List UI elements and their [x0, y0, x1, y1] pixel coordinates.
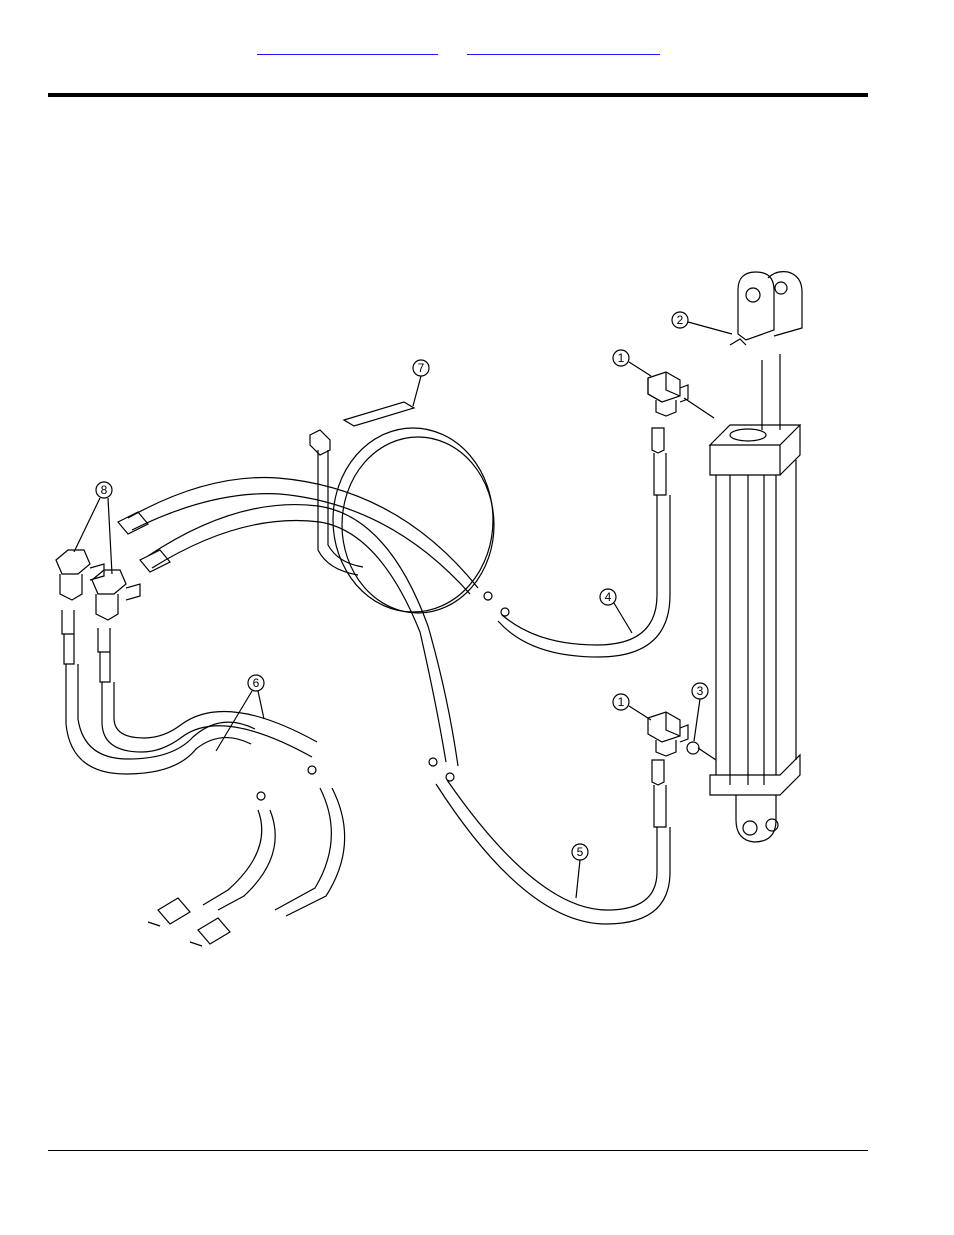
- coiled-wrap-7: [310, 402, 494, 613]
- callout-4: 4: [600, 589, 632, 633]
- nav-link-2[interactable]: [467, 38, 660, 55]
- svg-text:3: 3: [697, 684, 704, 698]
- callout-8: 8: [74, 482, 112, 574]
- svg-text:1: 1: [618, 695, 625, 709]
- svg-text:5: 5: [577, 845, 584, 859]
- svg-text:2: 2: [677, 313, 684, 327]
- elbow-fitting-lower: [648, 712, 688, 756]
- long-hoses: [118, 478, 492, 767]
- footer-rule: [48, 1150, 868, 1151]
- hose-6: [62, 610, 345, 946]
- callout-1-lower: 1: [613, 694, 651, 720]
- callout-1-upper: 1: [613, 350, 651, 376]
- callout-3: 3: [692, 683, 708, 741]
- hydraulic-cylinder: [684, 272, 802, 842]
- hose-4: [498, 428, 670, 657]
- hose-5: [436, 760, 670, 924]
- svg-text:8: 8: [101, 483, 108, 497]
- o-ring: [687, 742, 699, 754]
- top-navigation-links: [0, 38, 954, 58]
- svg-text:6: 6: [253, 676, 260, 690]
- svg-text:7: 7: [418, 361, 425, 375]
- elbow-fittings-8: [56, 550, 140, 620]
- callout-7: 7: [413, 360, 429, 406]
- svg-text:1: 1: [618, 351, 625, 365]
- svg-text:4: 4: [605, 590, 612, 604]
- hydraulic-parts-diagram: 1 2 3 4 5 6 7 8 1: [48, 250, 838, 965]
- elbow-fitting-upper: [648, 372, 688, 416]
- callout-2: 2: [672, 312, 732, 334]
- callout-5: 5: [572, 844, 588, 898]
- header-rule: [48, 93, 868, 97]
- nav-link-1[interactable]: [257, 38, 438, 55]
